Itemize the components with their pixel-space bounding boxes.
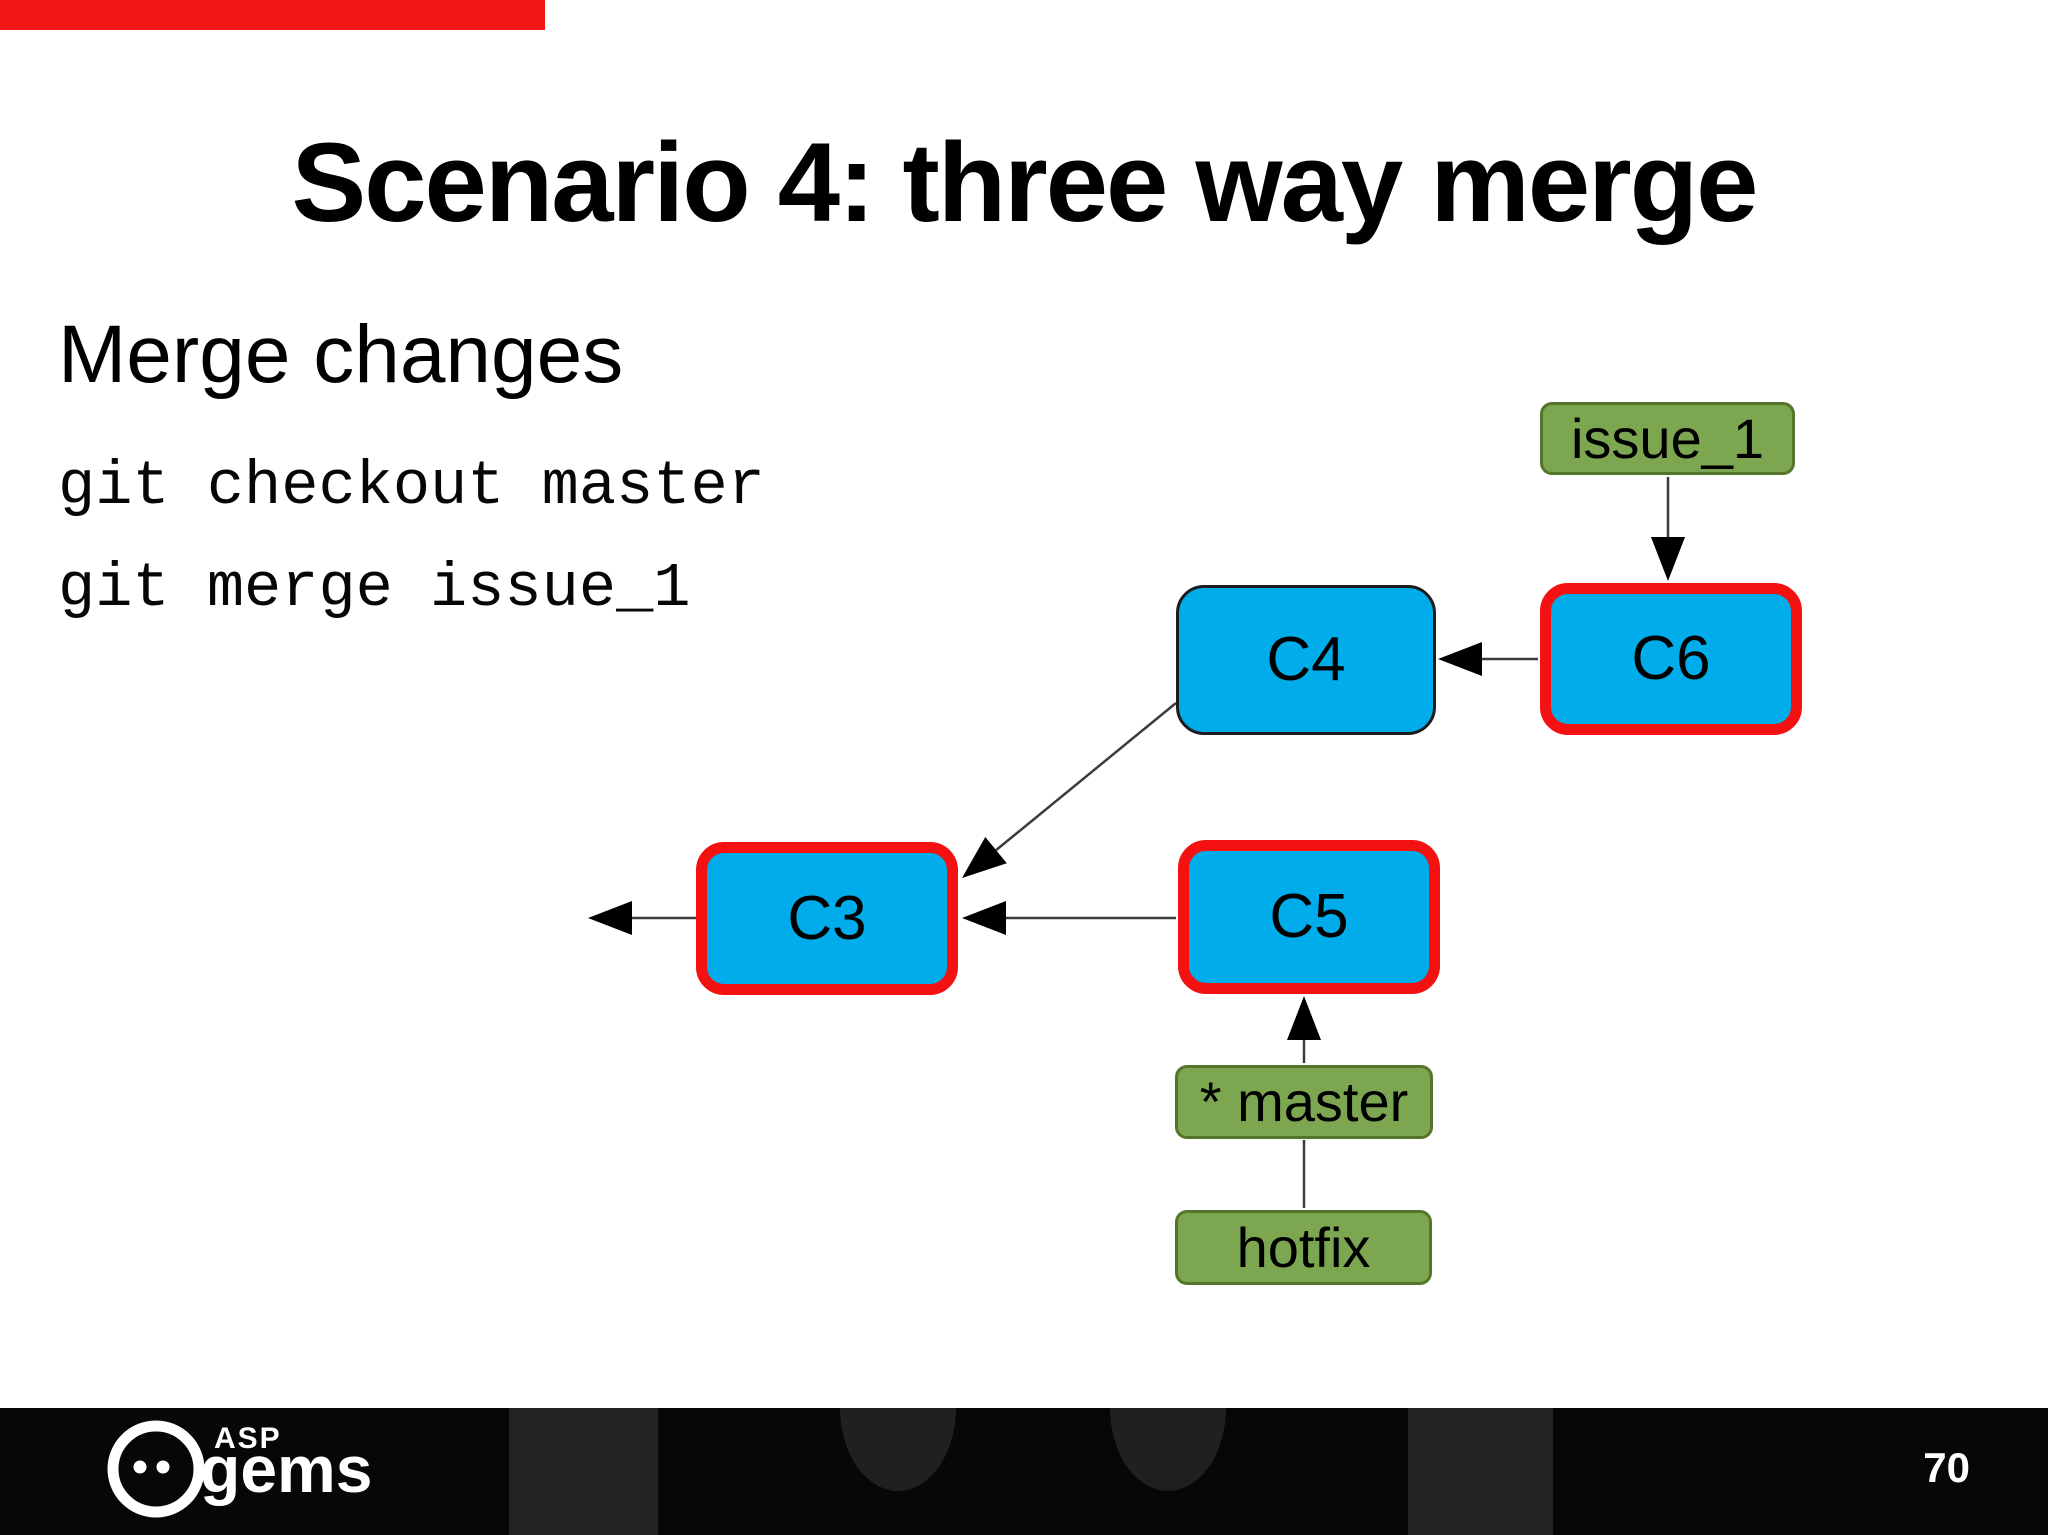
- slide-heading: Merge changes: [58, 309, 624, 400]
- branch-label-issue_1: issue_1: [1540, 402, 1795, 475]
- arrowhead-C4-C3: [962, 837, 1007, 878]
- commit-node-C5: C5: [1178, 840, 1440, 994]
- footer-decor-band: [1408, 1408, 1553, 1535]
- slide-page-number: 70: [1923, 1444, 1970, 1491]
- footer-decor-band: [509, 1408, 658, 1535]
- git-command-merge: git merge issue_1: [58, 553, 691, 624]
- footer-decor-circle: [1110, 1408, 1226, 1491]
- branch-label-hotfix: hotfix: [1175, 1210, 1432, 1285]
- footer-decor-circle: [840, 1408, 956, 1491]
- slide-title: Scenario 4: three way merge: [291, 120, 1759, 245]
- arrowhead-issue_1-C6: [1651, 537, 1685, 581]
- edge-C4-C3: [995, 702, 1177, 852]
- commit-node-C3: C3: [696, 842, 958, 995]
- arrowhead-C5-C3: [962, 901, 1006, 935]
- player-progress-bar: [0, 0, 545, 30]
- aspgems-logo-top: ASP: [214, 1422, 282, 1455]
- branch-label-master: * master: [1175, 1065, 1433, 1139]
- commit-node-C4: C4: [1176, 585, 1436, 735]
- commit-node-C6: C6: [1540, 583, 1802, 735]
- aspgems-smiley-icon: [107, 1420, 205, 1518]
- git-command-checkout: git checkout master: [58, 451, 765, 522]
- arrowhead-C6-C4: [1438, 642, 1482, 676]
- arrowhead-master-C5: [1287, 996, 1321, 1040]
- aspgems-logo-text: gems: [200, 1432, 373, 1506]
- arrowhead-C3-parent: [588, 901, 632, 935]
- footer-bar: ASP gems 70: [0, 1408, 2048, 1535]
